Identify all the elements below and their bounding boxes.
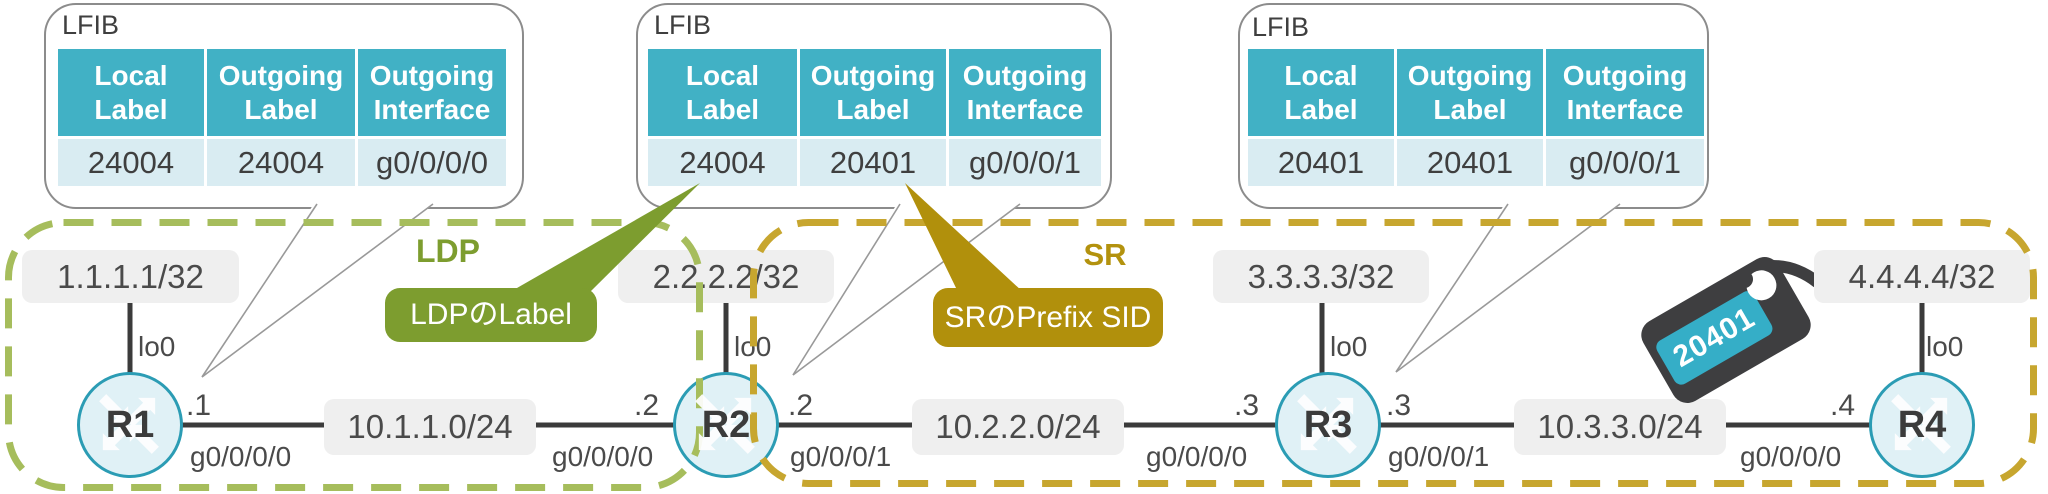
addr-r3-link3: .3 xyxy=(1386,389,1412,422)
lo0-label-r3: lo0 xyxy=(1330,331,1368,362)
table-cell-local-label: 24004 xyxy=(648,139,797,186)
loopback-label-r4: 4.4.4.4/32 xyxy=(1814,250,2030,303)
addr-r3-link2: .3 xyxy=(1234,389,1260,422)
router-name: R1 xyxy=(105,403,155,446)
ldp-domain-title: LDP xyxy=(416,233,480,269)
column-header: Outgoing Interface xyxy=(1546,49,1704,136)
column-header: Outgoing Label xyxy=(800,49,946,136)
subnet-label-1: 10.1.1.0/24 xyxy=(324,399,536,455)
loopback-label-r2: 2.2.2.2/32 xyxy=(618,250,834,303)
router-name: R3 xyxy=(1303,403,1353,446)
addr-r4-link3: .4 xyxy=(1830,389,1856,422)
router-name: R4 xyxy=(1897,403,1947,446)
table-cell-outgoing-label: 24004 xyxy=(207,139,355,186)
lfib-table-r3: Local Label Outgoing Label Outgoing Inte… xyxy=(1248,49,1704,186)
lfib-table-r1: Local Label Outgoing Label Outgoing Inte… xyxy=(58,49,506,186)
leader-line xyxy=(1395,203,1621,373)
router-name: R2 xyxy=(701,403,751,446)
if-label-r4-g0000: g0/0/0/0 xyxy=(1740,441,1842,472)
addr-r1-link1: .1 xyxy=(186,389,212,422)
sid-tag-value: 20401 xyxy=(1653,288,1776,388)
lfib-title-r3: LFIB xyxy=(1252,12,1310,42)
table-cell-outgoing-interface: g0/0/0/1 xyxy=(1546,139,1704,186)
table-cell-outgoing-label: 20401 xyxy=(800,139,946,186)
lfib-table-r2: Local Label Outgoing Label Outgoing Inte… xyxy=(648,49,1101,186)
router-r1: R1 xyxy=(77,372,183,478)
table-cell-local-label: 20401 xyxy=(1248,139,1394,186)
table-cell-outgoing-interface: g0/0/0/1 xyxy=(949,139,1101,186)
column-header: Outgoing Interface xyxy=(949,49,1101,136)
loopback-label-r3: 3.3.3.3/32 xyxy=(1213,250,1429,303)
addr-r2-link1: .2 xyxy=(634,389,660,422)
column-header: Outgoing Label xyxy=(1397,49,1543,136)
subnet-label-2: 10.2.2.0/24 xyxy=(912,399,1124,455)
column-header: Local Label xyxy=(648,49,797,136)
bubble-tail-r3 xyxy=(1396,202,1622,372)
table-cell-outgoing-label: 20401 xyxy=(1397,139,1543,186)
loopback-label-r1: 1.1.1.1/32 xyxy=(22,250,239,303)
ldp-label-callout: LDPのLabel xyxy=(385,288,597,342)
router-r3: R3 xyxy=(1275,372,1381,478)
column-header: Local Label xyxy=(1248,49,1394,136)
if-label-r2-g0000: g0/0/0/0 xyxy=(552,441,654,472)
lo0-label-r1: lo0 xyxy=(138,331,176,362)
table-cell-local-label: 24004 xyxy=(58,139,204,186)
lfib-title-r1: LFIB xyxy=(62,10,120,40)
if-label-r2-g0001: g0/0/0/1 xyxy=(790,441,892,472)
column-header: Outgoing Interface xyxy=(358,49,506,136)
lo0-label-r2: lo0 xyxy=(734,331,772,362)
sid-tag: 20401 xyxy=(1635,251,1817,409)
if-label-r3-g0001: g0/0/0/1 xyxy=(1388,441,1490,472)
column-header: Outgoing Label xyxy=(207,49,355,136)
sr-prefix-sid-callout: SRのPrefix SID xyxy=(933,288,1163,347)
router-r4: R4 xyxy=(1869,372,1975,478)
lfib-title-r2: LFIB xyxy=(654,10,712,40)
table-cell-outgoing-interface: g0/0/0/0 xyxy=(358,139,506,186)
if-label-r1-g0000: g0/0/0/0 xyxy=(190,441,292,472)
subnet-label-3: 10.3.3.0/24 xyxy=(1514,399,1726,455)
lo0-label-r4: lo0 xyxy=(1926,331,1964,362)
addr-r2-link2: .2 xyxy=(788,389,814,422)
column-header: Local Label xyxy=(58,49,204,136)
sr-domain-title: SR xyxy=(1083,237,1127,272)
if-label-r3-g0000: g0/0/0/0 xyxy=(1146,441,1248,472)
router-r2: R2 xyxy=(673,372,779,478)
